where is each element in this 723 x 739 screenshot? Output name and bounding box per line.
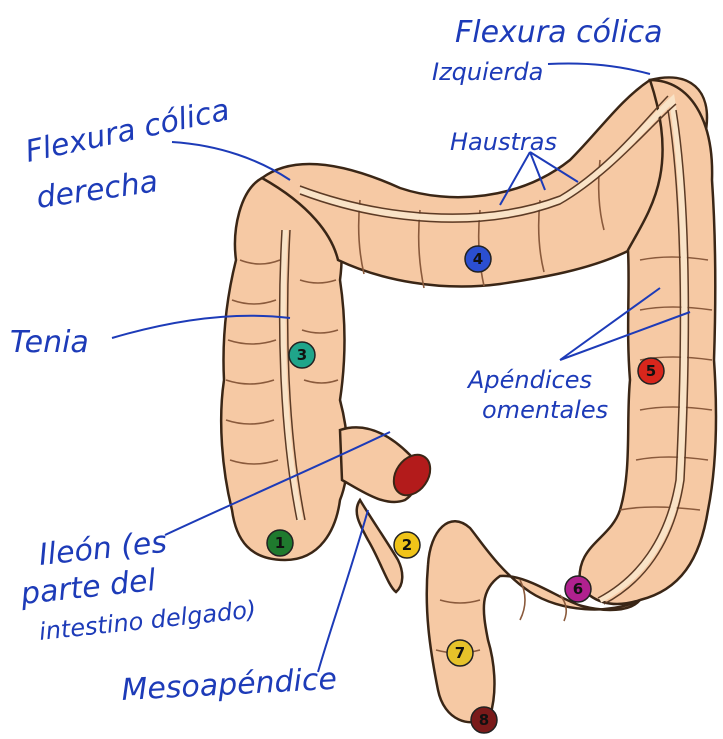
- colon-illustration: [221, 77, 716, 722]
- label-flexura-izquierda-1: Flexura cólica: [455, 15, 662, 50]
- marker-7: 7: [447, 640, 473, 666]
- marker-3: 3: [289, 342, 315, 368]
- label-mesoapendice: Mesoapéndice: [121, 662, 338, 708]
- marker-number: 2: [402, 536, 412, 554]
- marker-number: 8: [479, 711, 489, 729]
- marker-5: 5: [638, 358, 664, 384]
- marker-number: 7: [455, 644, 465, 662]
- marker-number: 6: [573, 580, 583, 598]
- marker-6: 6: [565, 576, 591, 602]
- label-ileon-2: parte del: [18, 563, 158, 612]
- label-tenia: Tenia: [10, 325, 89, 360]
- marker-4: 4: [465, 246, 491, 272]
- label-haustras: Haustras: [450, 128, 557, 156]
- marker-number: 3: [297, 346, 307, 364]
- leader-flexura-izquierda: [548, 63, 650, 74]
- labels: Flexura cólica Izquierda Haustras Flexur…: [10, 15, 690, 708]
- marker-number: 5: [646, 362, 656, 380]
- label-apendices-1: Apéndices: [466, 366, 592, 394]
- marker-number: 1: [275, 534, 285, 552]
- marker-8: 8: [471, 707, 497, 733]
- marker-number: 4: [473, 250, 483, 268]
- label-flexura-derecha-2: derecha: [34, 164, 160, 216]
- marker-1: 1: [267, 530, 293, 556]
- label-apendices-2: omentales: [482, 396, 608, 424]
- label-flexura-izquierda-2: Izquierda: [432, 58, 543, 86]
- marker-2: 2: [394, 532, 420, 558]
- label-flexura-derecha-1: Flexura cólica: [22, 92, 232, 169]
